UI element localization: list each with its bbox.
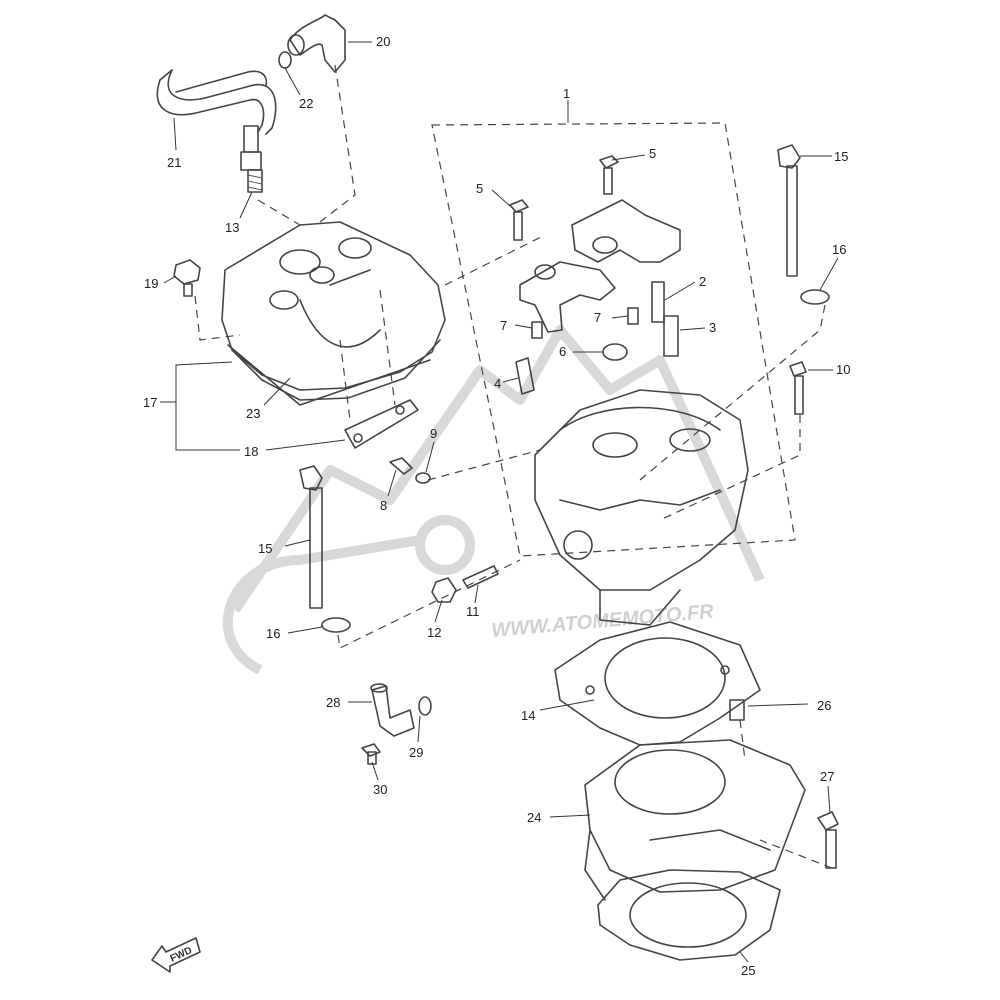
washer-16-lower [321, 617, 351, 633]
stud-bolt-15-lower [299, 465, 323, 609]
o-ring-29 [418, 696, 432, 716]
cylinder-base-gasket [597, 869, 781, 961]
callout-15-lower: 15 [258, 541, 272, 556]
cover-gasket [227, 344, 431, 406]
dowel-pin-26 [729, 699, 745, 721]
camshaft-cap-upper [571, 199, 681, 263]
callout-30: 30 [373, 782, 387, 797]
callout-11: 11 [466, 604, 480, 619]
callout-12: 12 [427, 625, 441, 640]
spark-plug [240, 125, 263, 193]
cylinder-head-assembly-outline [431, 122, 796, 557]
cylinder [584, 739, 806, 901]
callout-21: 21 [167, 155, 181, 170]
callout-numbers: 1 2 3 4 5 5 6 7 7 8 9 10 11 12 13 14 15 … [143, 34, 850, 978]
bolt-10 [789, 361, 807, 415]
callout-5-right: 5 [649, 146, 656, 161]
callout-24: 24 [527, 810, 541, 825]
fwd-arrow-icon [151, 937, 201, 973]
seal-6 [602, 343, 628, 361]
callout-10: 10 [836, 362, 850, 377]
valve-guide [651, 281, 665, 323]
callout-26: 26 [817, 698, 831, 713]
callout-7-right: 7 [594, 310, 601, 325]
fwd-label: FWD [169, 945, 194, 965]
watermark-text: WWW.ATOMEMOTO.FR [491, 601, 716, 642]
bolt-5-right [599, 155, 619, 195]
callout-16-upper: 16 [832, 242, 846, 257]
camshaft-cap-lower [519, 261, 616, 333]
callout-16-lower: 16 [266, 626, 280, 641]
washer-16-upper [800, 289, 830, 305]
joint-hose [287, 14, 346, 73]
callout-20: 20 [376, 34, 390, 49]
cylinder-head-gasket [554, 621, 761, 746]
callout-18: 18 [244, 444, 258, 459]
nut-12 [431, 577, 457, 603]
callout-4: 4 [494, 376, 501, 391]
callout-2: 2 [699, 274, 706, 289]
callout-7-left: 7 [500, 318, 507, 333]
dowel-pin-7-left [531, 321, 543, 339]
callout-5-left: 5 [476, 181, 483, 196]
callout-14: 14 [521, 708, 535, 723]
cover-bolt [173, 259, 201, 297]
callout-9: 9 [430, 426, 437, 441]
cylinder-head-cover [221, 221, 446, 401]
callout-1: 1 [563, 86, 570, 101]
cylinder-head [534, 389, 749, 626]
callout-15-upper: 15 [834, 149, 848, 164]
bolt-27 [817, 811, 839, 869]
callout-3: 3 [709, 320, 716, 335]
breather-hose [156, 69, 277, 135]
stud-4 [515, 357, 535, 395]
callout-19: 19 [144, 276, 158, 291]
washer-9 [415, 472, 431, 484]
callout-13: 13 [225, 220, 239, 235]
watermark-logo [223, 325, 765, 675]
callout-25: 25 [741, 963, 755, 978]
callout-8: 8 [380, 498, 387, 513]
leader-lines [160, 41, 839, 963]
cover-plate [344, 399, 419, 449]
callout-29: 29 [409, 745, 423, 760]
water-fitting [370, 683, 415, 737]
callout-22: 22 [299, 96, 313, 111]
dowel-pin-7-right [627, 307, 639, 325]
stud-bolt-15-upper [777, 144, 801, 277]
callout-17: 17 [143, 395, 157, 410]
bolt-5-left [509, 199, 529, 241]
bolt-30 [361, 743, 381, 765]
callout-6: 6 [559, 344, 566, 359]
callout-23: 23 [246, 406, 260, 421]
valve-guide-3 [663, 315, 679, 357]
callout-27: 27 [820, 769, 834, 784]
hose-clip [278, 51, 292, 69]
callout-28: 28 [326, 695, 340, 710]
stud-11 [462, 565, 499, 589]
bolt-8 [389, 457, 413, 475]
